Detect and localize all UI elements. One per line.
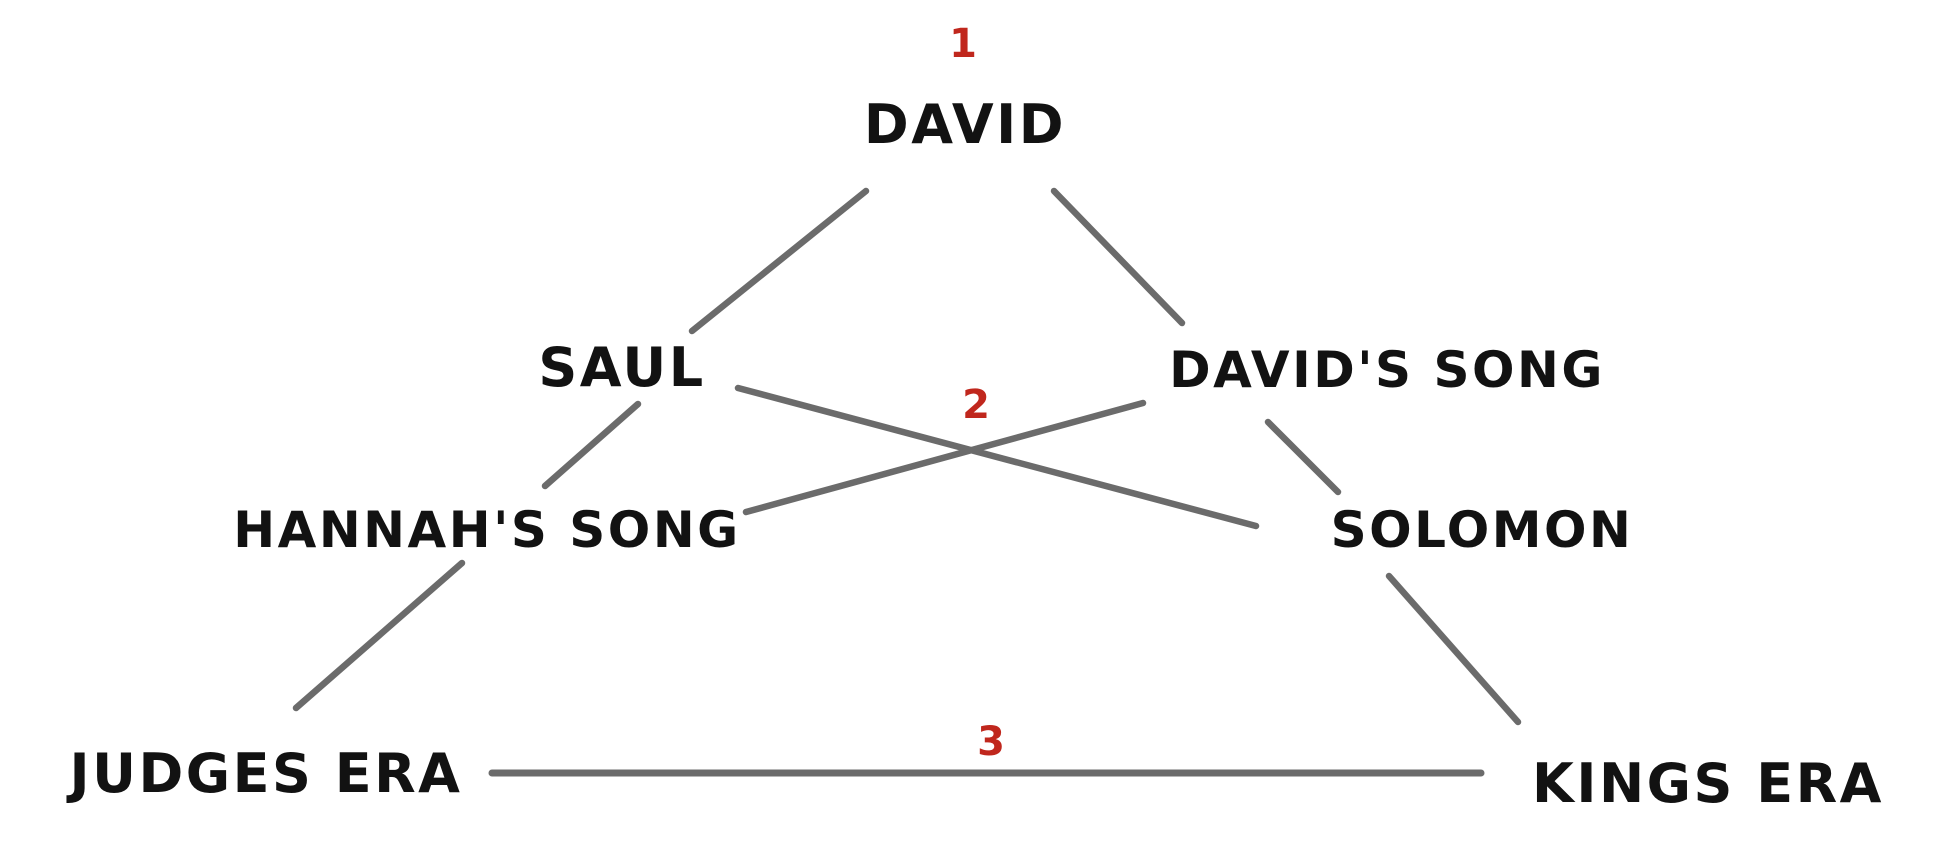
step-number-1: 1 [949,21,977,67]
edge-davids-song-solomon [1264,418,1342,496]
step-number-2: 2 [962,382,990,428]
node-saul[interactable]: SAUL [538,336,706,399]
step-number-3: 3 [977,719,1005,765]
edge-david-davids-song [1050,187,1186,327]
edge-solomon-kings-era [1385,572,1522,726]
edge-david-saul [688,187,870,335]
node-hannahs-song[interactable]: HANNAH'S SONG [233,501,741,559]
node-david[interactable]: DAVID [863,93,1067,156]
node-judges-era[interactable]: JUDGES ERA [69,742,463,805]
edge-saul-hannahs-song [541,400,642,490]
edge-hannahs-song-judges-era [292,559,466,712]
node-solomon[interactable]: SOLOMON [1330,501,1634,559]
edge-hannahs-song-davids-song [742,399,1147,516]
edge-saul-solomon [734,384,1260,530]
node-kings-era[interactable]: KINGS ERA [1532,752,1884,815]
node-davids-song[interactable]: DAVID'S SONG [1169,341,1605,399]
